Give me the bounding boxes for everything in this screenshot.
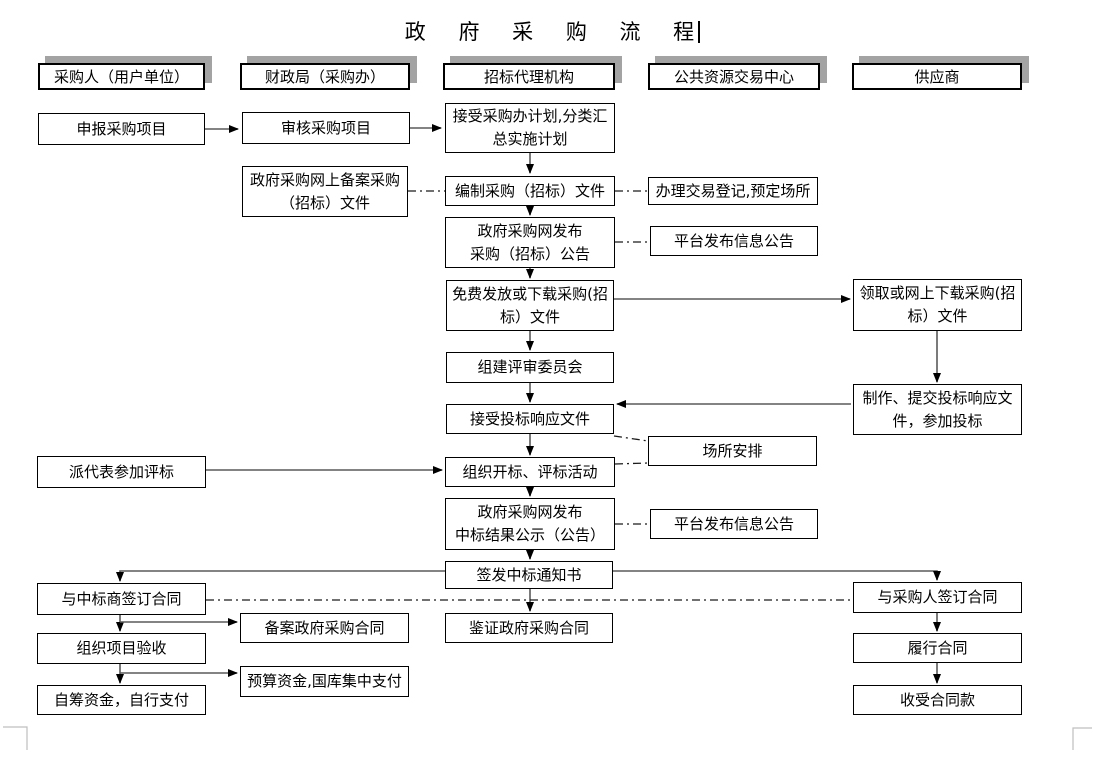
node-declare-project[interactable]: 申报采购项目 (38, 113, 205, 145)
page-title-text: 政 府 采 购 流 程 (404, 20, 708, 44)
node-publish-notice[interactable]: 政府采购网发布 采购（招标）公告 (445, 217, 615, 268)
node-label: 组织开标、评标活动 (462, 462, 598, 481)
lane-label: 采购人（用户单位） (53, 68, 189, 86)
lane-header-trade-center[interactable]: 公共资源交易中心 (648, 63, 820, 90)
node-sign-with-purchaser[interactable]: 与采购人签订合同 (853, 582, 1022, 613)
node-label: 自筹资金，自行支付 (53, 690, 189, 709)
lane-header-agency[interactable]: 招标代理机构 (443, 63, 615, 90)
node-certify-contract[interactable]: 鉴证政府采购合同 (445, 613, 613, 643)
node-label: 预算资金,国库集中支付 (247, 672, 402, 690)
text-cursor (698, 21, 701, 43)
lane-header-finance[interactable]: 财政局（采购办） (240, 63, 410, 90)
node-trade-registration[interactable]: 办理交易登记,预定场所 (648, 177, 818, 205)
node-accept-plan[interactable]: 接受采购办计划,分类汇 总实施计划 (445, 103, 615, 153)
lane-header-purchaser[interactable]: 采购人（用户单位） (38, 63, 205, 90)
node-label: 与采购人签订合同 (877, 588, 998, 606)
node-distribute-documents[interactable]: 免费发放或下载采购(招 标）文件 (446, 280, 614, 331)
node-label: 政府采购网发布 采购（招标）公告 (469, 221, 590, 263)
node-venue-arrangement[interactable]: 场所安排 (648, 436, 817, 466)
node-label: 与中标商签订合同 (61, 589, 182, 608)
node-review-project[interactable]: 审核采购项目 (242, 112, 410, 144)
node-label: 政府采购网上备案采购 （招标）文件 (249, 170, 400, 212)
node-label: 办理交易登记,预定场所 (655, 181, 811, 200)
node-label: 接受投标响应文件 (469, 409, 590, 428)
node-label: 申报采购项目 (76, 119, 167, 138)
node-label: 接受采购办计划,分类汇 总实施计划 (452, 107, 608, 148)
lane-header-supplier[interactable]: 供应商 (852, 63, 1022, 90)
node-form-committee[interactable]: 组建评审委员会 (446, 352, 614, 383)
node-self-funded-payment[interactable]: 自筹资金，自行支付 (37, 685, 206, 715)
lane-label: 财政局（采购办） (264, 68, 385, 86)
node-label: 鉴证政府采购合同 (468, 618, 589, 637)
lane-label: 公共资源交易中心 (673, 68, 794, 86)
page-title[interactable]: 政 府 采 购 流 程 (0, 16, 1105, 46)
node-online-record-docs[interactable]: 政府采购网上备案采购 （招标）文件 (242, 166, 408, 217)
node-send-representative[interactable]: 派代表参加评标 (37, 456, 206, 488)
node-compile-documents[interactable]: 编制采购（招标）文件 (445, 176, 615, 206)
node-label: 组建评审委员会 (477, 358, 583, 376)
node-label: 履行合同 (907, 638, 968, 657)
node-label: 领取或网上下载采购(招 标）文件 (859, 284, 1016, 325)
node-label: 签发中标通知书 (476, 565, 582, 584)
node-platform-info-notice-2[interactable]: 平台发布信息公告 (650, 509, 818, 539)
node-receive-payment[interactable]: 收受合同款 (853, 685, 1022, 715)
node-obtain-documents[interactable]: 领取或网上下载采购(招 标）文件 (853, 279, 1022, 331)
node-label: 组织项目验收 (76, 639, 167, 657)
node-sign-with-winner[interactable]: 与中标商签订合同 (37, 583, 206, 615)
node-publish-result[interactable]: 政府采购网发布 中标结果公示（公告） (445, 498, 615, 550)
node-label: 平台发布信息公告 (673, 514, 794, 533)
node-label: 备案政府采购合同 (264, 618, 385, 637)
node-label: 平台发布信息公告 (673, 231, 794, 250)
node-perform-contract[interactable]: 履行合同 (853, 633, 1022, 663)
lane-label: 招标代理机构 (483, 68, 574, 86)
node-label: 收受合同款 (899, 690, 975, 709)
node-prepare-and-submit-bid[interactable]: 制作、提交投标响应文 件，参加投标 (853, 384, 1022, 435)
node-project-acceptance[interactable]: 组织项目验收 (37, 633, 206, 664)
node-label: 制作、提交投标响应文 件，参加投标 (862, 388, 1013, 430)
node-record-contract[interactable]: 备案政府采购合同 (240, 613, 409, 643)
node-label: 派代表参加评标 (68, 462, 174, 481)
node-label: 政府采购网发布 中标结果公示（公告） (454, 503, 605, 544)
node-label: 免费发放或下载采购(招 标）文件 (452, 284, 608, 326)
node-platform-info-notice-1[interactable]: 平台发布信息公告 (650, 226, 818, 256)
node-open-and-evaluate-bids[interactable]: 组织开标、评标活动 (445, 457, 615, 487)
node-issue-award-notice[interactable]: 签发中标通知书 (445, 561, 613, 589)
node-label: 场所安排 (702, 441, 763, 460)
lane-label: 供应商 (914, 68, 960, 86)
node-treasury-payment[interactable]: 预算资金,国库集中支付 (240, 666, 409, 697)
node-label: 审核采购项目 (280, 118, 371, 137)
node-receive-bid-documents[interactable]: 接受投标响应文件 (446, 404, 614, 434)
node-label: 编制采购（招标）文件 (454, 181, 605, 200)
